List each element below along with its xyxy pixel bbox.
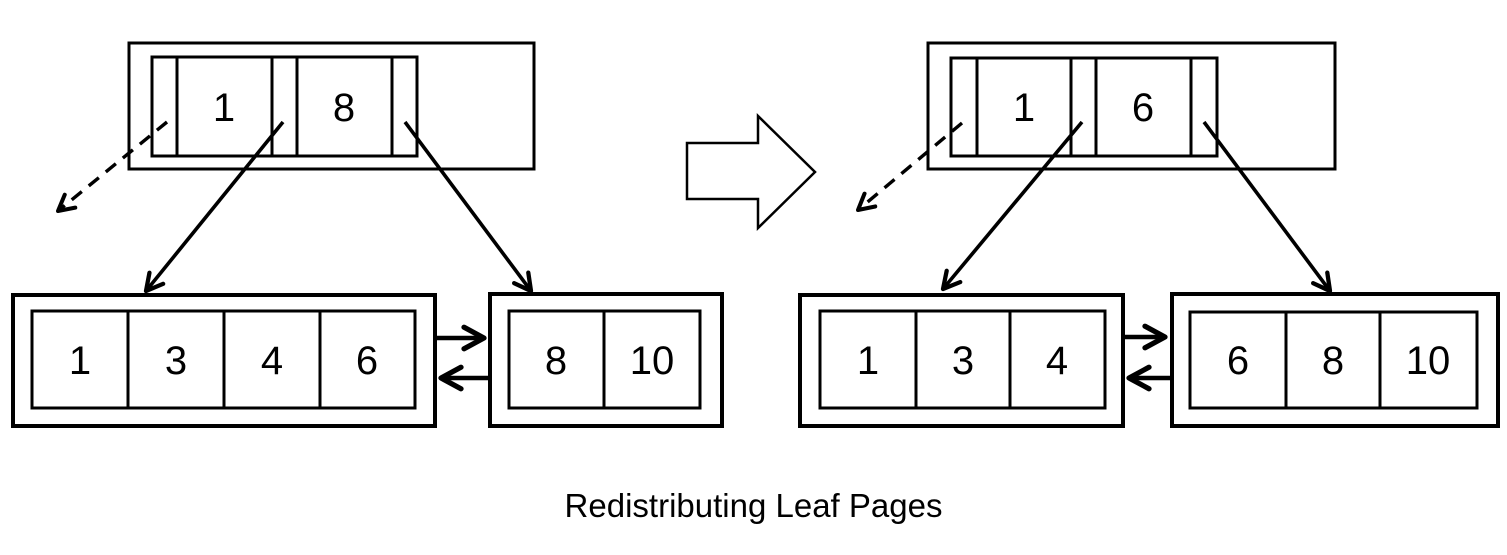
index-node-key: 6: [1132, 86, 1154, 130]
leaf-page-0-inner-box: [818, 309, 1107, 410]
transform-block-arrow-icon: [685, 113, 817, 231]
leaf-page-1-key: 10: [1406, 339, 1451, 383]
index-node-key: 8: [333, 86, 355, 130]
leaf-page-1-inner-box: [1188, 310, 1479, 410]
pointer-arrow-to-left-leaf: [940, 120, 1084, 292]
index-node-key: 1: [1013, 86, 1035, 130]
panel-after: 1 6 1 3 4 6 8 10: [798, 41, 1500, 428]
pointer-arrow-to-left-leaf: [143, 120, 285, 294]
pointer-arrow-to-right-leaf: [403, 120, 534, 294]
leaf-page-0-key: 1: [857, 339, 879, 383]
leaf-page-0-key: 1: [69, 339, 91, 383]
leaf-page-0-key: 4: [1046, 339, 1068, 383]
leaf-page-1-key: 6: [1227, 339, 1249, 383]
index-node-key: 1: [213, 86, 235, 130]
figure-caption: Redistributing Leaf Pages: [564, 487, 943, 524]
panel-before: 1 8 1 3 4 6 8 10: [11, 41, 724, 428]
pointer-arrow-to-right-leaf: [1202, 120, 1333, 294]
dashed-prev-pointer-arrow: [855, 121, 964, 213]
index-node-inner-box: [949, 56, 1219, 158]
leaf-page-0-key: 4: [261, 339, 283, 383]
leaf-page-0-key: 3: [165, 339, 187, 383]
index-node-inner-box: [150, 55, 419, 158]
leaf-page-1-key: 8: [545, 339, 567, 383]
leaf-page-0-key: 3: [952, 339, 974, 383]
leaf-page-1-key: 10: [630, 339, 675, 383]
dashed-prev-pointer-arrow: [55, 120, 169, 214]
leaf-page-1-key: 8: [1322, 339, 1344, 383]
leaf-page-0-key: 6: [356, 339, 378, 383]
